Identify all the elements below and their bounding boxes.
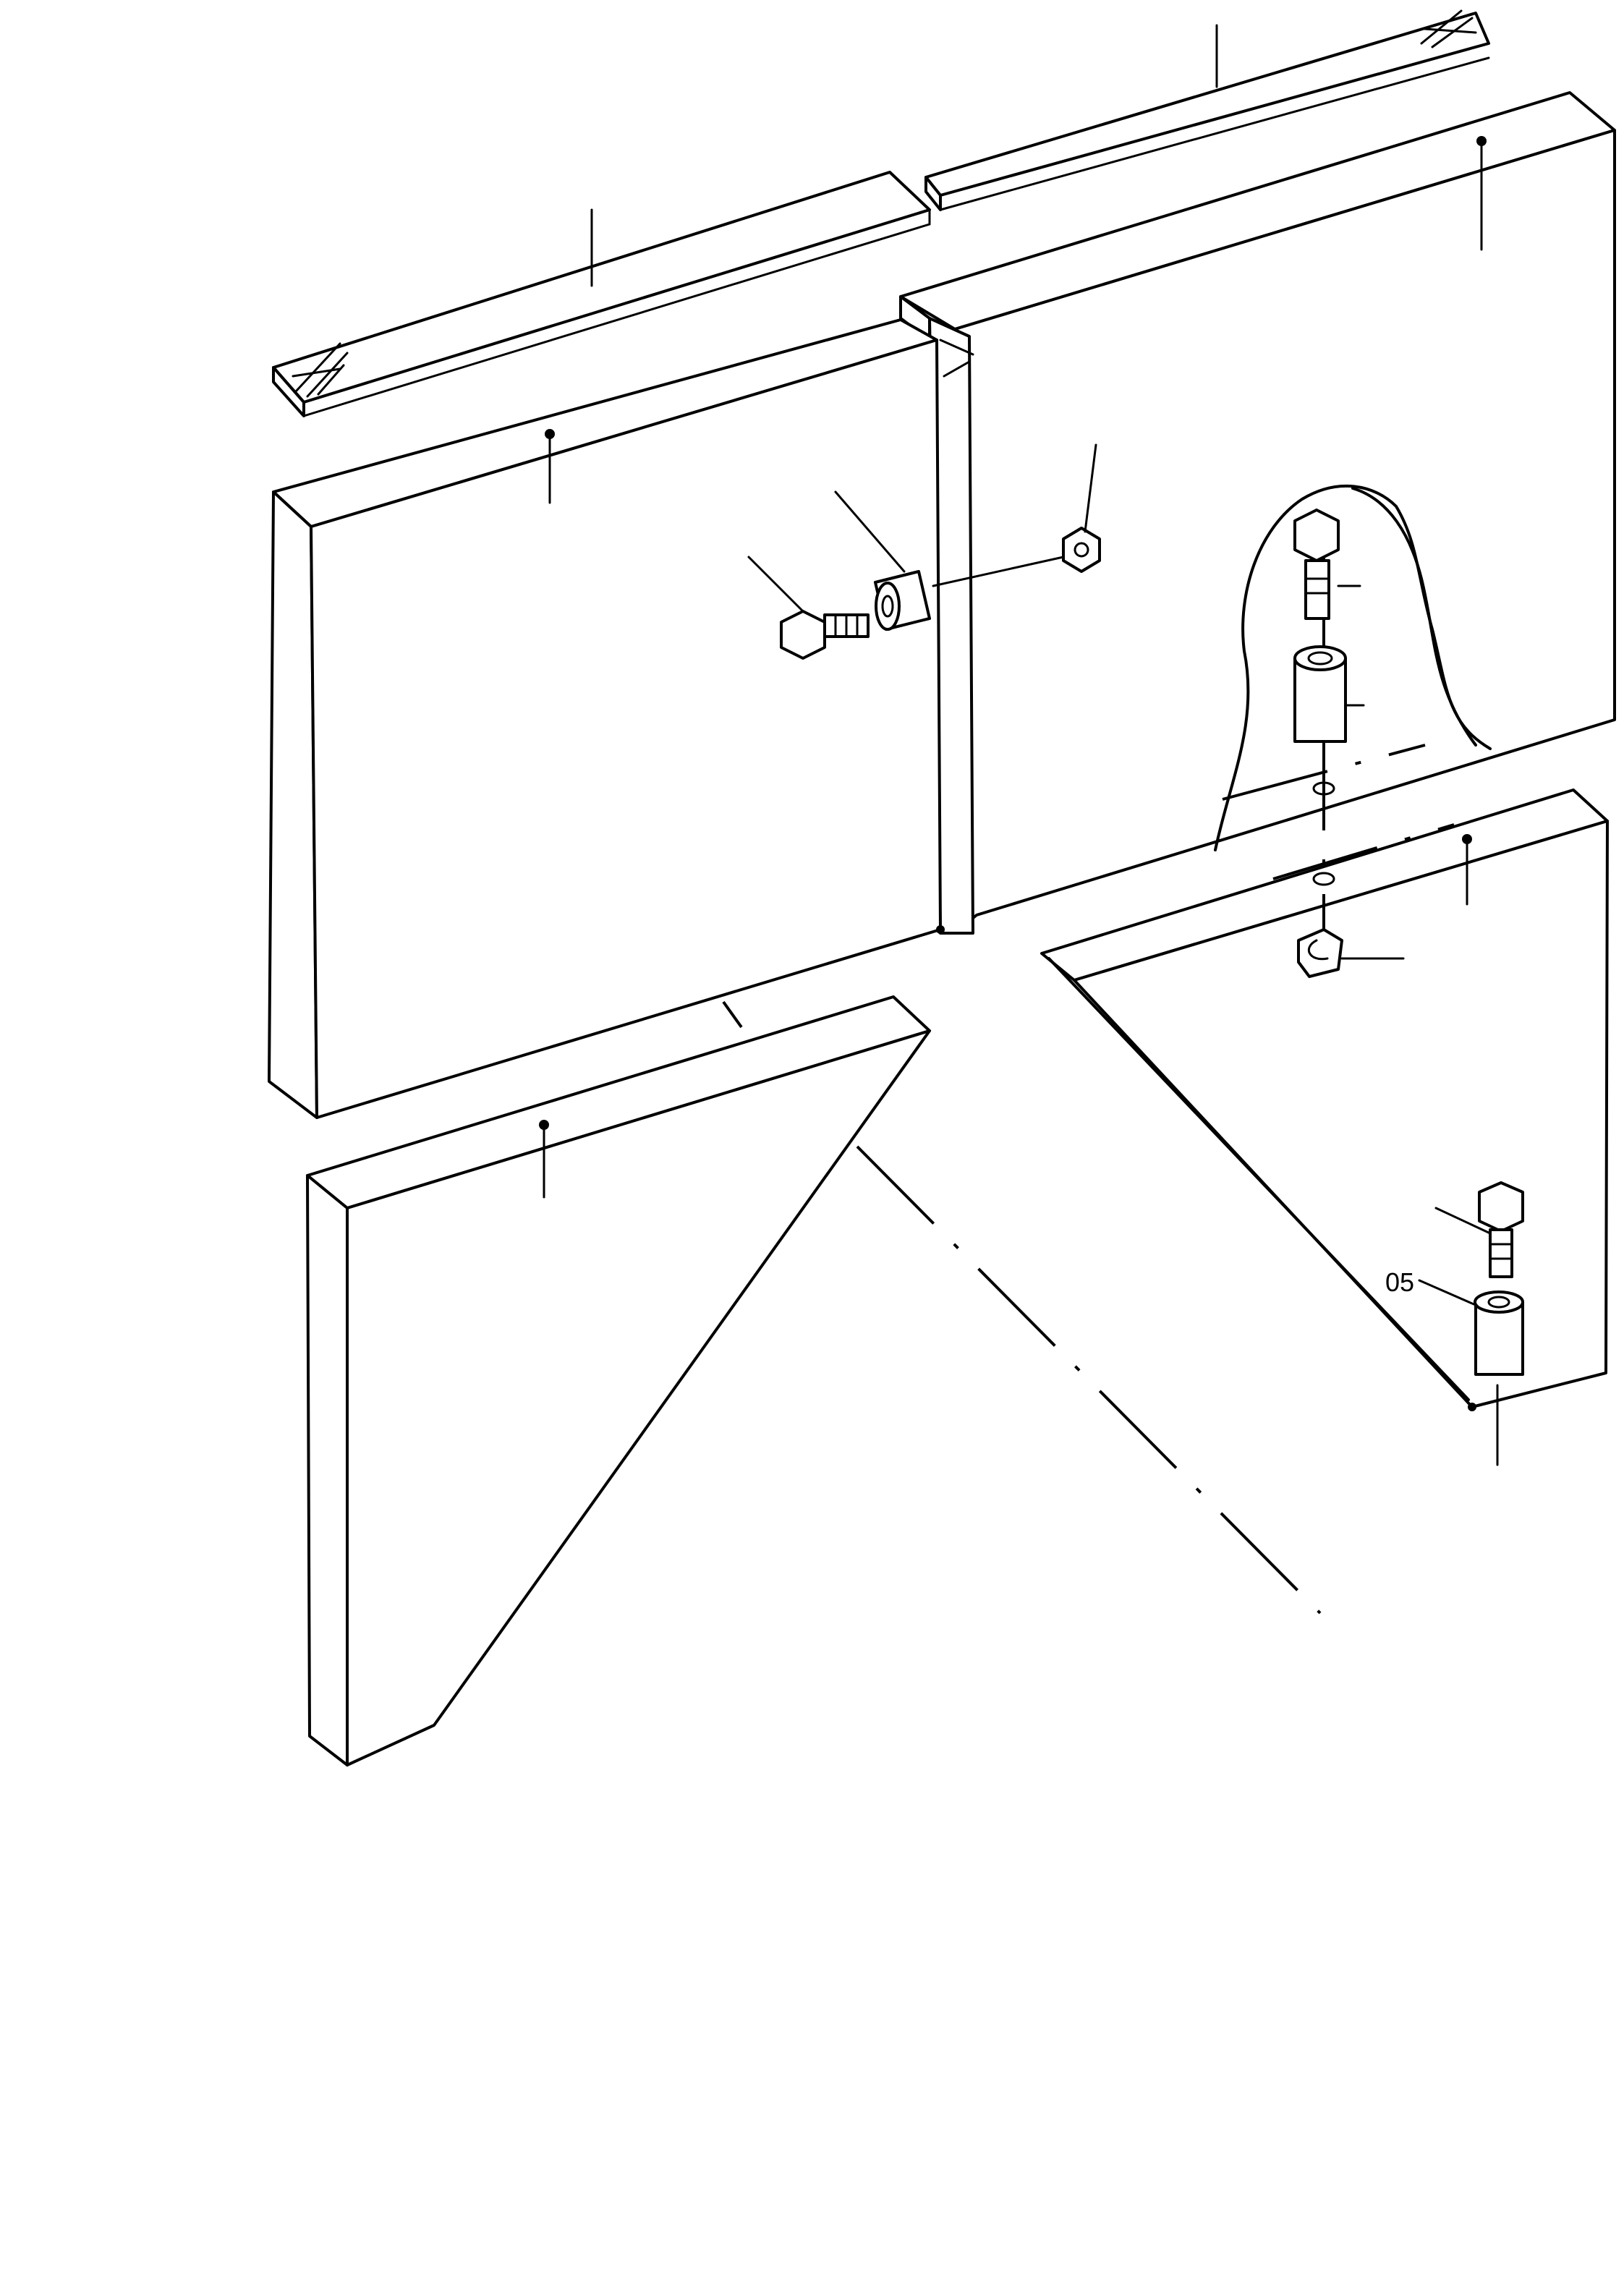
left-bolt-assembly	[780, 527, 1101, 660]
top-right-strip-hatch	[1420, 9, 1477, 48]
right-back-panel	[899, 91, 1616, 935]
hex-bolt-head-upper	[1293, 509, 1340, 562]
bolt-shank-upper	[1304, 559, 1330, 620]
sleeve-upper	[1293, 645, 1347, 743]
clip-nut	[1297, 928, 1343, 978]
washer-middle	[1312, 872, 1335, 886]
washer-callout-label: 05	[1385, 1267, 1414, 1297]
top-left-strip-hatch	[292, 342, 349, 398]
left-lower-gusset-panel	[306, 995, 931, 1766]
right-upper-bolt-assembly	[1293, 509, 1347, 978]
leader-lines	[539, 24, 1499, 1466]
top-right-trim-strip	[924, 9, 1490, 211]
mounting-bracket-outline	[1214, 484, 1492, 851]
top-left-trim-strip	[272, 171, 931, 417]
spacer-sleeve-left	[874, 570, 931, 631]
right-lower-bolt-assembly	[1474, 1181, 1524, 1376]
hex-bolt-head-left	[780, 610, 826, 660]
washer-upper	[1312, 781, 1335, 796]
hex-nut	[1062, 527, 1101, 573]
bolt-shank-lower	[1489, 1228, 1513, 1278]
sleeve-lower	[1474, 1290, 1524, 1376]
left-upper-panel	[268, 318, 942, 1119]
mounting-bracket-edge	[1351, 487, 1477, 747]
hex-bolt-head-lower	[1478, 1181, 1524, 1233]
